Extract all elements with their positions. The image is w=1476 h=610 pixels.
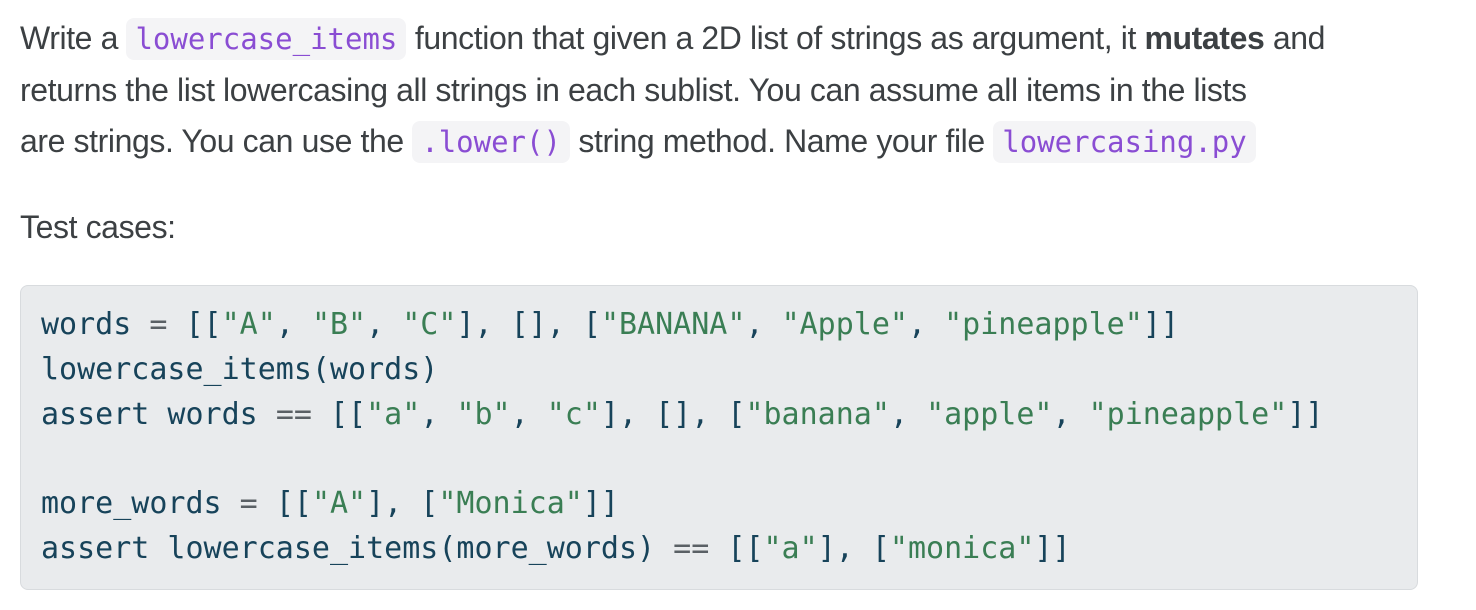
code-line: more_words = [["A"], ["Monica"]] [41,482,1397,527]
code-line: lowercase_items(words) [41,348,1397,393]
bold-text: mutates [1144,20,1265,56]
code-token: lowercase_items(words) [41,351,439,387]
code-line [41,437,1397,482]
code-token: more_words [41,486,222,522]
code-line: assert lowercase_items(more_words) == [[… [41,527,1397,572]
text-run: string method. Name your file [569,123,994,159]
code-token: , [275,307,312,342]
code-token: , [908,307,945,342]
code-token: "Monica" [438,486,583,522]
code-token: [[ [311,396,367,432]
code-token: "a" [763,530,818,566]
code-token: == [275,396,312,432]
code-token: [[ [275,486,312,522]
text-run: function that given a 2D list of strings… [406,20,1145,56]
code-line: assert words == [["a", "b", "c"], [], ["… [41,393,1397,438]
inline-code: .lower() [412,121,570,163]
code-token: "monica" [889,530,1035,566]
code-token: "banana" [745,396,890,432]
text-run: Write a [20,20,127,56]
code-token: ]] [1287,396,1324,432]
code-token: , [745,307,782,342]
task-description: Write a lowercase_items function that gi… [20,13,1456,168]
code-token: = [221,486,276,522]
code-token: assert lowercase_items(more_words) [41,530,674,566]
code-block: words = [["A", "B", "C"], [], ["BANANA",… [20,285,1418,590]
code-token: , [510,396,547,432]
code-token: words [41,307,132,342]
inline-code: lowercase_items [126,18,407,60]
text-run: and [1264,20,1326,56]
code-token: "B" [311,307,367,342]
code-token: "apple" [926,396,1053,432]
task-page: Write a lowercase_items function that gi… [20,13,1456,590]
code-token: = [131,307,186,342]
code-token: , [889,396,927,432]
code-token: [[ [185,307,222,342]
code-token: "c" [546,396,601,432]
code-line: words = [["A", "B", "C"], [], ["BANANA",… [41,303,1397,348]
code-token: [[ [709,530,764,566]
code-token: , [420,396,457,432]
code-token: ]] [1034,530,1071,566]
inline-code: lowercasing.py [993,121,1256,163]
code-token: "BANANA" [600,307,746,342]
text-run: returns the list lowercasing all strings… [20,72,1247,108]
code-token: "b" [456,396,511,432]
code-token: , [1052,396,1089,432]
code-token: "a" [366,396,421,432]
code-token: "Apple" [781,307,908,342]
code-token: ]] [582,486,619,522]
code-token: ], [ [366,486,439,522]
code-token: ], [], [ [456,307,601,342]
text-run: are strings. You can use the [20,123,413,159]
code-token: == [673,530,710,566]
task-description-line: returns the list lowercasing all strings… [20,65,1456,116]
code-token: "A" [311,486,367,522]
code-token: , [366,307,403,342]
code-token: "pineapple" [1088,396,1288,432]
task-description-line: are strings. You can use the .lower() st… [20,116,1456,168]
code-token: ], [], [ [600,396,746,432]
code-token: "C" [402,307,457,342]
code-token: assert words [41,396,276,432]
test-cases-label: Test cases: [20,209,176,245]
code-token: ], [ [817,530,890,566]
code-token: "pineapple" [944,307,1143,342]
task-description-line: Write a lowercase_items function that gi… [20,13,1456,65]
code-token: ]] [1142,307,1179,342]
code-token: "A" [221,307,276,342]
